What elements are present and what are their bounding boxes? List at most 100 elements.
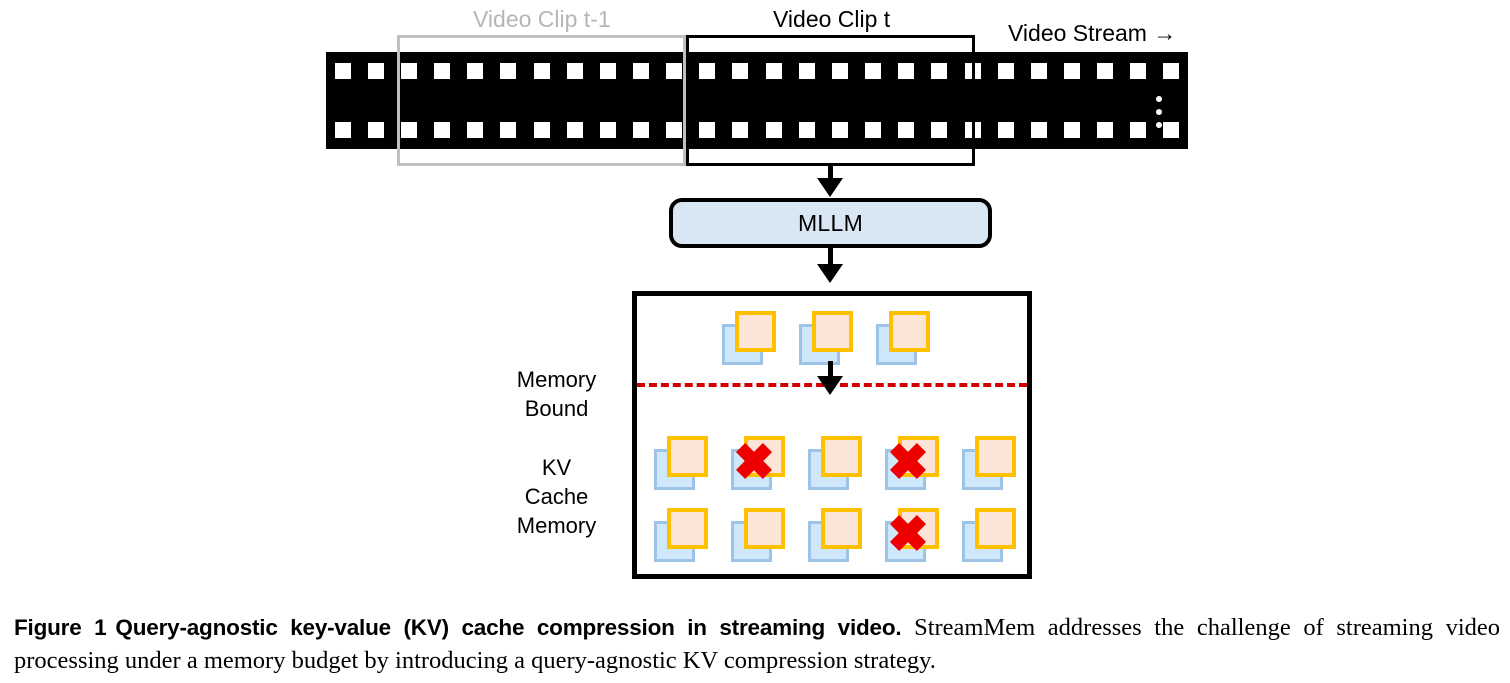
- label-memory-bound: Memory Bound: [516, 367, 597, 422]
- film-perforation: [1130, 63, 1147, 79]
- kv-unit: [799, 311, 853, 365]
- film-perforation: [632, 122, 649, 138]
- film-perforation: [334, 122, 351, 138]
- kv-unit: [654, 436, 708, 490]
- kv-value-square: [735, 311, 776, 352]
- film-perforation: [997, 63, 1014, 79]
- film-perforation: [400, 122, 417, 138]
- film-perforation: [699, 122, 716, 138]
- film-perforation: [334, 63, 351, 79]
- kv-unit: [731, 508, 785, 562]
- kv-unit: [876, 311, 930, 365]
- label-video-clip-current: Video Clip t: [773, 6, 891, 32]
- arrow-clip-to-mllm-head: [817, 178, 843, 197]
- kv-unit: [654, 508, 708, 562]
- film-perforation: [566, 122, 583, 138]
- film-perforation: [798, 122, 815, 138]
- film-perforation-row-top: [326, 63, 1188, 79]
- film-perforation: [699, 63, 716, 79]
- film-perforation: [765, 122, 782, 138]
- kv-unit: [962, 436, 1016, 490]
- film-perforation: [765, 63, 782, 79]
- film-perforation-row-bottom: [326, 122, 1188, 138]
- arrow-clip-to-mllm-line: [828, 166, 833, 188]
- film-perforation: [931, 122, 948, 138]
- film-strip: [326, 52, 1188, 149]
- film-perforation: [533, 122, 550, 138]
- film-perforation: [632, 63, 649, 79]
- film-perforation: [732, 122, 749, 138]
- kv-value-square: [744, 508, 785, 549]
- film-perforation: [1097, 122, 1114, 138]
- film-perforation: [1163, 122, 1180, 138]
- evict-x-icon: [734, 441, 774, 481]
- label-video-clip-prev: Video Clip t-1: [473, 6, 611, 32]
- film-perforation: [1163, 63, 1180, 79]
- kv-value-square: [975, 436, 1016, 477]
- film-perforation: [732, 63, 749, 79]
- film-perforation: [434, 122, 451, 138]
- arrow-into-cache-head: [817, 376, 843, 395]
- label-video-stream: Video Stream →: [1008, 20, 1177, 46]
- kv-value-square: [975, 508, 1016, 549]
- caption-bold-title: Query-agnostic key-value (KV) cache comp…: [115, 615, 902, 640]
- evict-x-icon: [888, 513, 928, 553]
- kv-cache-memory-box: [632, 291, 1032, 579]
- video-clip-current-box: [686, 35, 975, 166]
- film-perforation: [798, 63, 815, 79]
- kv-unit-evicted: [731, 436, 785, 490]
- film-perforation: [865, 63, 882, 79]
- film-perforation: [1030, 63, 1047, 79]
- film-perforation: [666, 63, 683, 79]
- label-kv-cache-memory: KV Cache Memory: [516, 455, 597, 539]
- arrow-mllm-to-memory-head: [817, 264, 843, 283]
- arrow-mllm-to-memory-line: [828, 248, 833, 272]
- kv-value-square: [889, 311, 930, 352]
- film-perforation: [898, 63, 915, 79]
- kv-unit: [808, 436, 862, 490]
- film-perforation: [599, 63, 616, 79]
- kv-unit: [962, 508, 1016, 562]
- evict-x-icon: [888, 441, 928, 481]
- film-perforation: [997, 122, 1014, 138]
- film-perforation: [831, 63, 848, 79]
- film-perforation: [1030, 122, 1047, 138]
- kv-value-square: [667, 508, 708, 549]
- film-perforation: [666, 122, 683, 138]
- film-perforation: [467, 63, 484, 79]
- kv-value-square: [667, 436, 708, 477]
- video-clip-prev-box: [397, 35, 686, 166]
- film-perforation: [500, 122, 517, 138]
- film-perforation: [931, 63, 948, 79]
- caption-body: StreamMem addresses the challenge of str…: [14, 614, 1501, 674]
- film-perforation: [1063, 63, 1080, 79]
- kv-unit-evicted: [885, 508, 939, 562]
- film-perforation: [367, 122, 384, 138]
- film-perforation: [898, 122, 915, 138]
- film-perforation: [400, 63, 417, 79]
- film-perforation: [467, 122, 484, 138]
- film-perforation: [533, 63, 550, 79]
- film-perforation: [566, 63, 583, 79]
- film-perforation: [1130, 122, 1147, 138]
- kv-unit: [808, 508, 862, 562]
- kv-value-square: [821, 508, 862, 549]
- film-perforation: [831, 122, 848, 138]
- film-perforation: [1097, 63, 1114, 79]
- arrow-into-cache-line: [828, 361, 833, 388]
- film-perforation: [865, 122, 882, 138]
- film-perforation: [1063, 122, 1080, 138]
- mllm-box: MLLM: [669, 198, 992, 248]
- kv-unit: [722, 311, 776, 365]
- film-perforation: [434, 63, 451, 79]
- film-perforation: [500, 63, 517, 79]
- kv-value-square: [812, 311, 853, 352]
- ellipsis-dots-icon: [1156, 96, 1162, 130]
- mllm-label: MLLM: [797, 209, 864, 236]
- kv-unit-evicted: [885, 436, 939, 490]
- film-perforation: [367, 63, 384, 79]
- film-perforation: [599, 122, 616, 138]
- kv-value-square: [821, 436, 862, 477]
- caption-figure-number: Figure 1: [14, 615, 107, 640]
